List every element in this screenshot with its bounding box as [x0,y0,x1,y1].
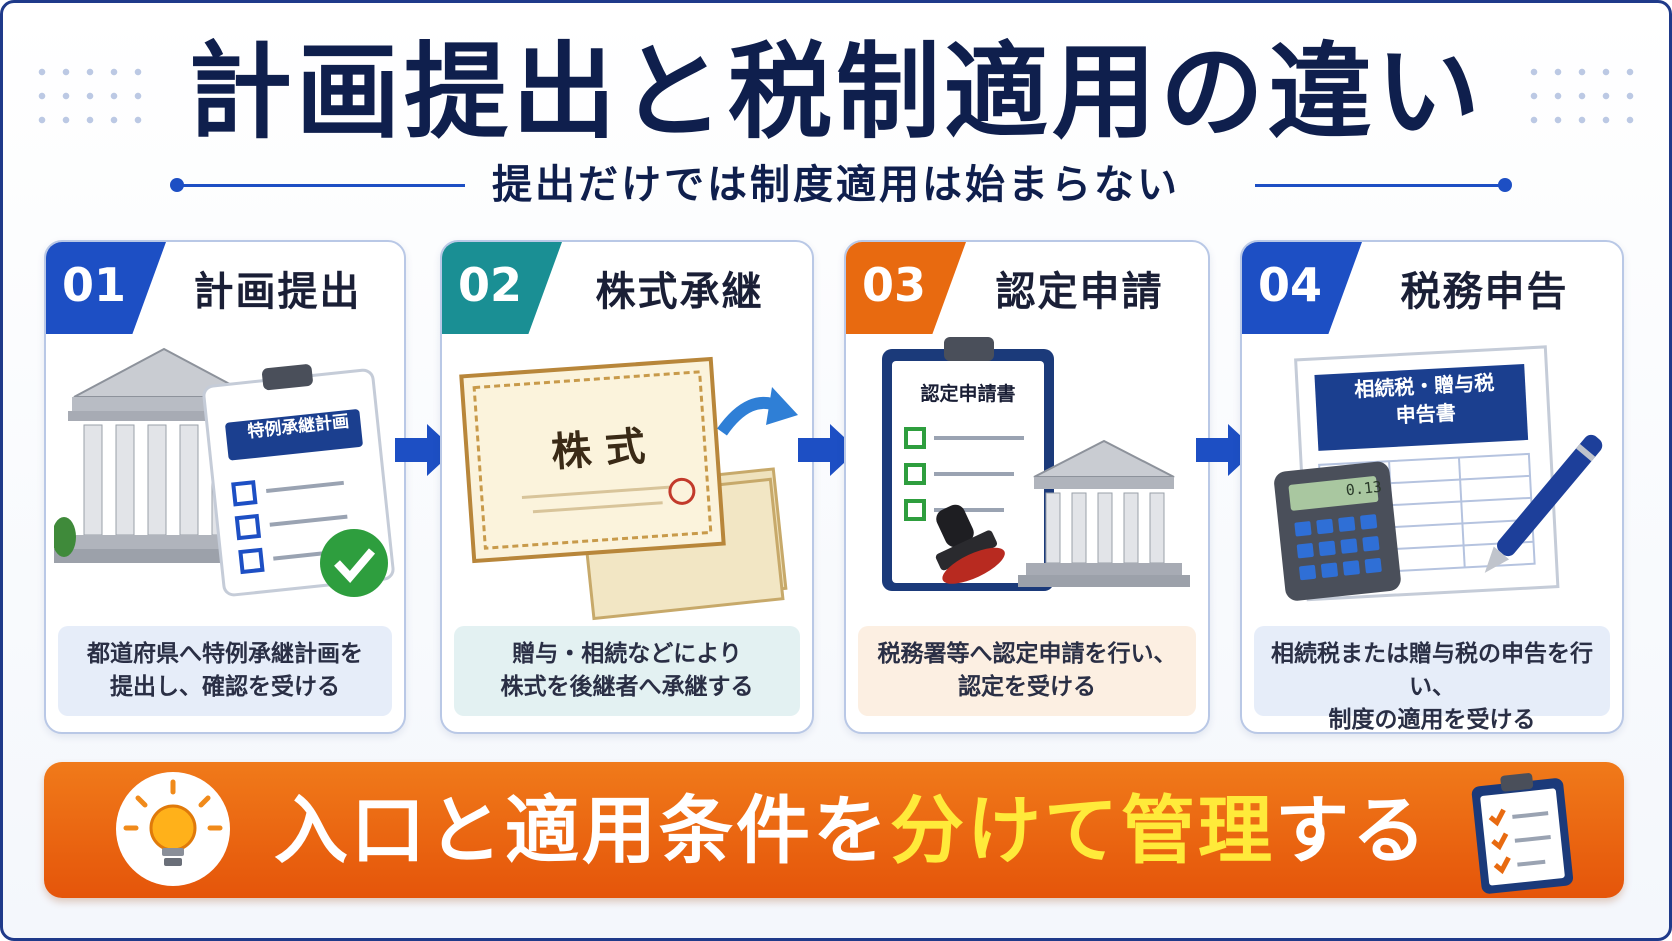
tax-form-label: 相続税・贈与税 申告書 [1319,367,1532,434]
calculator-icon [1274,461,1401,601]
pen-icon [1484,434,1603,573]
step-description-line: 株式を後継者へ承継する [500,674,754,700]
step-description-line: 提出し、確認を受ける [110,674,340,700]
step-illustration: 株 式 [450,337,804,732]
step-illustration: 相続税・贈与税 申告書 0.13 [1250,337,1614,732]
stamp-icon [935,504,1005,584]
step-number-badge: 03 [846,242,966,334]
arrow-right-icon [798,424,858,476]
summary-banner: 入口と適用条件を分けて管理する [44,762,1624,898]
clipboard-icon [202,364,395,597]
banner-text-part1: 入口と適用条件を [274,788,890,874]
step-title: 税務申告 [1400,269,1569,315]
lightbulb-icon [116,772,230,886]
subtitle-dot-left [170,178,184,192]
step-card-4: 04 税務申告 [1240,240,1624,734]
application-clipboard-icon [882,337,1054,591]
step-card-3: 03 認定申請 [844,240,1210,734]
decorative-dots-right [1522,60,1642,130]
step-number-badge: 02 [442,242,562,334]
step-card-2: 02 株式承継 株 式 贈与・相続などにより 株式を後継者へ承継する [440,240,814,734]
step-illustration: 認定申請書 [854,337,1200,732]
step-title: 認定申請 [995,269,1164,315]
step-number-badge: 01 [46,242,166,334]
step-title: 株式承継 [595,269,764,315]
step-description: 贈与・相続などにより 株式を後継者へ承継する [454,626,800,716]
bank-building-icon [1018,439,1190,587]
subtitle-row: 提出だけでは制度適用は始まらない [0,160,1672,210]
banner-message: 入口と適用条件を分けて管理する [274,776,1429,886]
step-description: 相続税または贈与税の申告を行い、 制度の適用を受ける [1254,626,1610,732]
application-document-label: 認定申請書 [920,383,1016,405]
step-description: 都道府県へ特例承継計画を 提出し、確認を受ける [58,626,392,716]
step-description-line: 認定を受ける [958,674,1096,700]
subtitle: 提出だけでは制度適用は始まらない [492,162,1180,208]
banner-text-part2: する [1275,788,1429,874]
page-title: 計画提出と税制適用の違い [187,31,1484,153]
step-description-line: 贈与・相続などにより [512,641,742,667]
decorative-dots-left [30,60,150,130]
step-description: 税務署等へ認定申請を行い、 認定を受ける [858,626,1196,716]
step-number-badge: 04 [1242,242,1362,334]
step-description-line: 都道府県へ特例承継計画を [87,641,363,667]
step-description-line: 制度の適用を受ける [1328,707,1536,733]
subtitle-rule-left [175,184,465,187]
checklist-clipboard-icon [1471,773,1574,894]
step-description-line: 相続税または贈与税の申告を行い、 [1271,641,1593,700]
step-card-1: 01 計画提出 [44,240,406,734]
step-title: 計画提出 [193,269,362,315]
step-description-line: 税務署等へ認定申請を行い、 [877,641,1177,667]
share-certificate-icon [459,356,798,621]
subtitle-dot-right [1498,178,1512,192]
subtitle-rule-right [1255,184,1505,187]
banner-text-highlight: 分けて管理 [890,788,1275,874]
step-illustration: 特例承継計画 [54,337,396,732]
